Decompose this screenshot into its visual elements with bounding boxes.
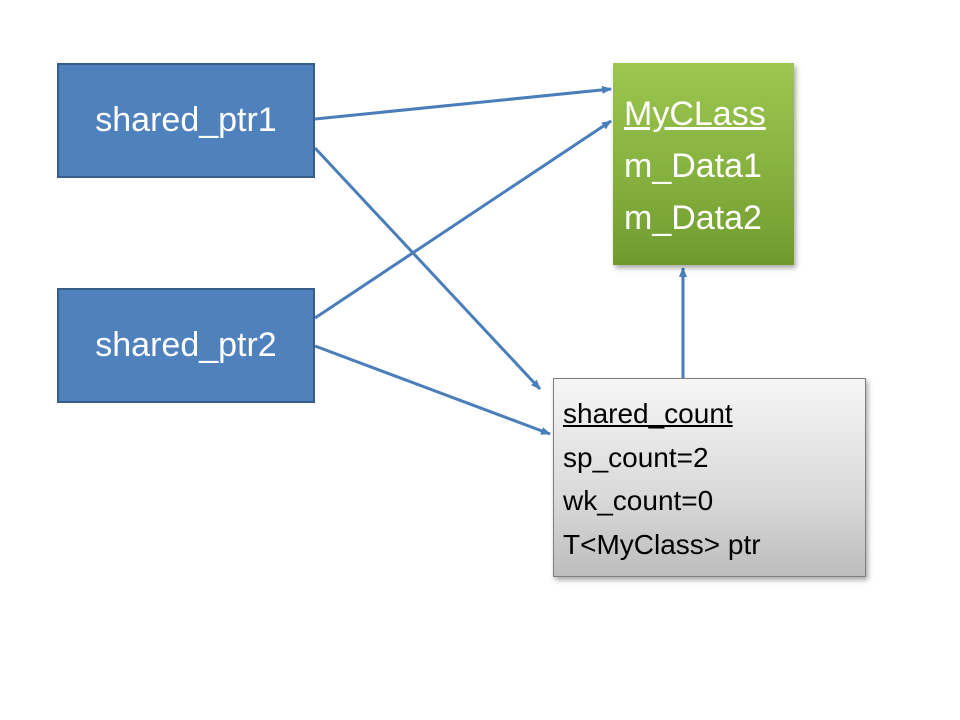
myclass-field-data2: m_Data2 [624,199,762,237]
shared-count-title: shared_count [563,398,733,429]
shared-count-ptr: T<MyClass> ptr [563,528,761,560]
myclass-node: MyCLass m_Data1 m_Data2 [613,63,794,265]
arrow-ptr1-to-myclass [314,85,612,121]
myclass-field-data1: m_Data1 [624,147,762,185]
shared-ptr2-node: shared_ptr2 [57,288,315,403]
arrow-ptr1-to-shared-count [313,146,542,391]
shared-ptr1-label: shared_ptr1 [95,101,277,139]
shared-ptr1-node: shared_ptr1 [57,63,315,178]
shared-ptr2-label: shared_ptr2 [95,326,277,364]
arrow-ptr2-to-myclass [314,119,612,320]
shared-count-node: shared_count sp_count=2 wk_count=0 T<MyC… [553,378,866,577]
shared-count-wk-count: wk_count=0 [563,485,714,516]
arrow-ptr2-to-shared-count [314,344,551,436]
myclass-title: MyCLass [624,95,766,133]
shared-count-sp-count: sp_count=2 [563,441,709,473]
